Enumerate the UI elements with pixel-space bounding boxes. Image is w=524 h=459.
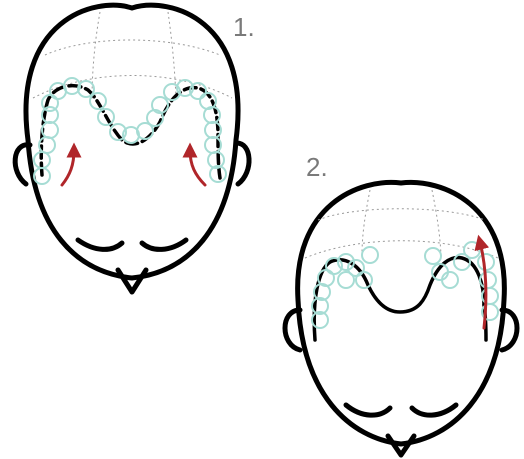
panel-2-left-eyebrow: [346, 405, 390, 415]
panel-1-loop: [204, 107, 220, 123]
panel-2-loop: [442, 272, 458, 288]
panel-2-loop: [425, 248, 441, 264]
step-1-label: 1.: [233, 12, 255, 42]
step-2-label: 2.: [306, 152, 328, 182]
panel-2-head: [285, 182, 517, 455]
panel-1-braid-loops: [34, 78, 226, 184]
panel-1-guide-top: [45, 40, 220, 55]
panel-2-loop: [464, 242, 480, 258]
panel-2-right-eyebrow: [412, 405, 456, 415]
panel-1-loop: [42, 122, 58, 138]
panel-2-loop: [338, 272, 354, 288]
panel-2-loop: [362, 247, 378, 263]
panel-1-left-eyebrow: [78, 240, 122, 249]
panel-2-guide-left: [362, 190, 370, 255]
panel-2-guide-right: [432, 190, 441, 255]
panel-2: 2.: [285, 152, 517, 455]
panel-1-left-arrow: [62, 150, 74, 185]
panel-2-braid-loops: [312, 242, 498, 328]
panel-1-right-arrow: [190, 150, 205, 185]
panel-1: 1.: [15, 5, 255, 292]
panel-2-guide-top: [318, 209, 485, 220]
panel-1-nose: [118, 270, 146, 292]
panel-1-right-ear: [236, 143, 249, 184]
panel-1-guide-right: [168, 12, 176, 100]
panel-1-right-eyebrow: [142, 240, 186, 249]
panel-1-head: [15, 5, 249, 292]
